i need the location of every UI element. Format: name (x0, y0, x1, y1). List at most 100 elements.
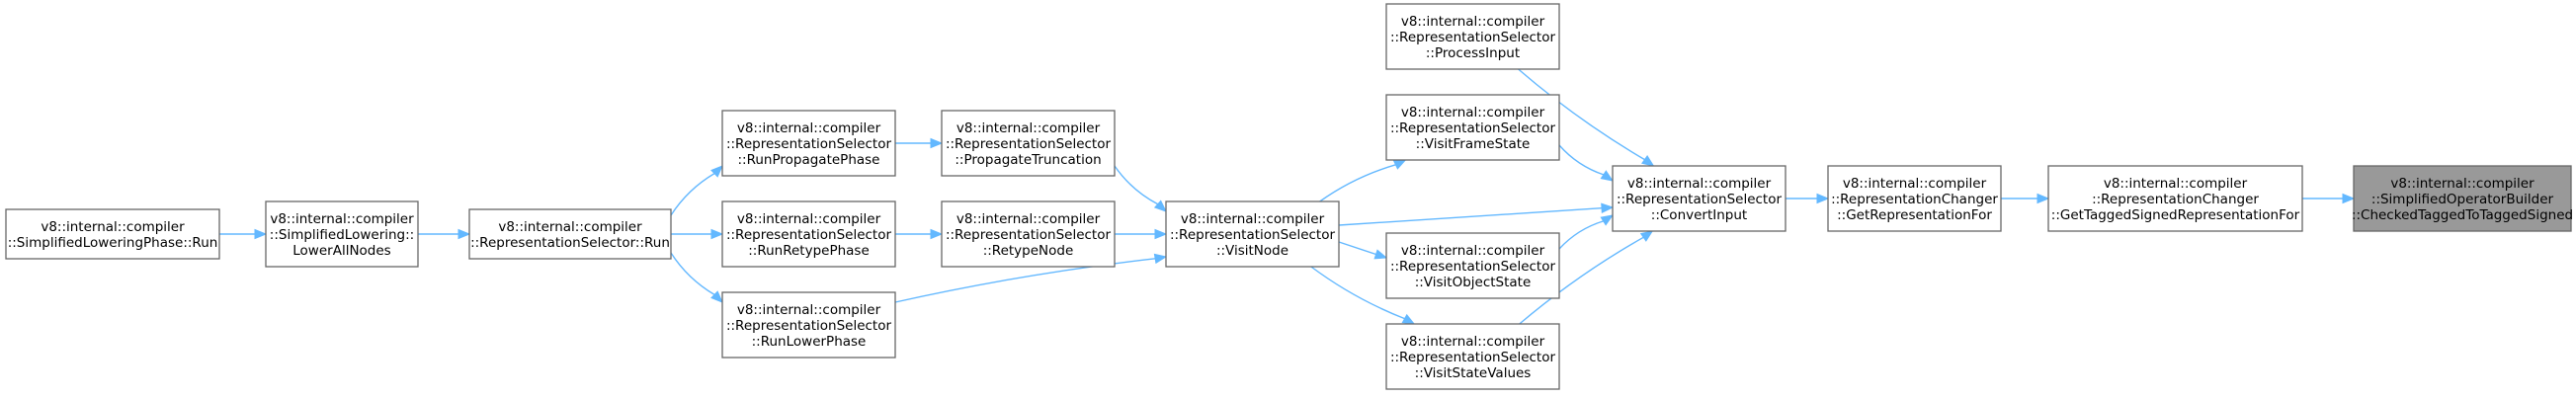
node-label-line: ::VisitObjectState (1415, 275, 1532, 290)
edge-rs_visitobj-to-rs_convert (1558, 220, 1604, 250)
node-box (721, 200, 896, 268)
node-label-line: v8::internal::compiler (1181, 211, 1325, 227)
node-label-line: v8::internal::compiler (1401, 243, 1545, 259)
arrowhead-sl_lower-to-rs_run (457, 228, 471, 240)
node-rs_procinput[interactable]: v8::internal::compiler::RepresentationSe… (1385, 3, 1560, 70)
node-rs_run[interactable]: v8::internal::compiler::RepresentationSe… (468, 208, 672, 260)
node-label-line: ::RepresentationSelector (946, 227, 1112, 243)
node-rs_visitstate[interactable]: v8::internal::compiler::RepresentationSe… (1385, 323, 1560, 390)
arrowhead-rs_visitnode-to-rs_visitframe (1392, 159, 1407, 170)
arrowhead-rs_visitnode-to-rs_visitobj (1373, 249, 1388, 260)
node-rc_gettagged[interactable]: v8::internal::compiler::RepresentationCh… (2047, 165, 2303, 232)
node-label-line: ::RepresentationSelector (726, 318, 892, 334)
edge-rs_visitstate-to-rs_convert (1519, 236, 1644, 325)
node-sob_checked[interactable]: v8::internal::compiler::SimplifiedOperat… (2352, 165, 2573, 232)
edge-rs_visitnode-to-rs_visitstate (1310, 266, 1405, 320)
node-label-line: ::RepresentationSelector (726, 227, 892, 243)
node-box (941, 110, 1116, 177)
node-label-line: ::ConvertInput (1651, 207, 1747, 223)
arrowhead-rs_run-to-rs_runretype (710, 228, 724, 240)
node-box (1385, 94, 1560, 161)
node-label-line: ::RepresentationSelector (1390, 259, 1556, 275)
node-label-line: v8::internal::compiler (2104, 176, 2248, 192)
node-box (1385, 3, 1560, 70)
node-label-line: v8::internal::compiler (956, 211, 1101, 227)
node-label-line: ::ProcessInput (1426, 45, 1520, 61)
node-sl_lower[interactable]: v8::internal::compiler::SimplifiedLoweri… (265, 200, 419, 268)
node-label-line: ::GetTaggedSignedRepresentationFor (2051, 207, 2300, 223)
node-label-line: v8::internal::compiler (737, 302, 881, 318)
node-label-line: ::VisitStateValues (1415, 365, 1532, 381)
arrowhead-rc_getrep-to-rc_gettagged (2036, 193, 2050, 204)
node-label-line: v8::internal::compiler (270, 211, 414, 227)
node-label-line: v8::internal::compiler (1627, 176, 1772, 192)
node-box (941, 200, 1116, 268)
node-rc_getrep[interactable]: v8::internal::compiler::RepresentationCh… (1827, 165, 2002, 232)
edge-rs_proptrunc-to-rs_visitnode (1114, 165, 1159, 205)
node-label-line: ::RepresentationSelector (726, 136, 892, 152)
arrowhead-rs_run-to-rs_runlower (710, 290, 723, 303)
node-box (1385, 323, 1560, 390)
edge-rs_visitnode-to-rs_convert (1338, 207, 1603, 226)
arrowhead-rs_procinput-to-rs_convert (1641, 155, 1655, 167)
node-label-line: v8::internal::compiler (1401, 334, 1545, 350)
edge-rs_runlower-to-rs_visitnode (894, 258, 1156, 303)
arrowhead-rs_runprop-to-rs_proptrunc (930, 137, 944, 149)
arrowhead-rs_retype-to-rs_visitnode (1154, 228, 1168, 240)
node-label-line: ::CheckedTaggedToTaggedSigned (2352, 207, 2573, 223)
edges-layer (219, 68, 2356, 325)
node-label-line: LowerAllNodes (292, 243, 390, 259)
nodes-layer: v8::internal::compiler::SimplifiedLoweri… (5, 3, 2573, 390)
arrowhead-rs_runretype-to-rs_retype (930, 228, 944, 240)
node-label-line: ::RepresentationSelector (1170, 227, 1336, 243)
node-label-line: ::RunLowerPhase (752, 334, 867, 350)
node-box (2047, 165, 2303, 232)
node-label-line: ::RepresentationSelector::Run (470, 235, 670, 251)
node-label-line: v8::internal::compiler (1843, 176, 1987, 192)
arrowhead-rs_convert-to-rc_getrep (1816, 193, 1830, 204)
node-label-line: ::RunPropagatePhase (738, 152, 880, 168)
node-label-line: v8::internal::compiler (2390, 176, 2534, 192)
arrowhead-rs_runlower-to-rs_visitnode (1153, 253, 1168, 265)
arrowhead-rc_gettagged-to-sob_checked (2342, 193, 2356, 204)
edge-rs_procinput-to-rs_convert (1518, 68, 1645, 161)
node-rs_visitobj[interactable]: v8::internal::compiler::RepresentationSe… (1385, 232, 1560, 299)
arrowhead-rs_run-to-rs_runprop (710, 165, 723, 178)
node-label-line: ::RepresentationSelector (1390, 30, 1556, 45)
node-rs_proptrunc[interactable]: v8::internal::compiler::RepresentationSe… (941, 110, 1116, 177)
node-label-line: v8::internal::compiler (737, 120, 881, 136)
node-label-line: ::SimplifiedOperatorBuilder (2371, 192, 2554, 207)
node-label-line: ::RunRetypePhase (748, 243, 870, 259)
edge-rs_visitnode-to-rs_visitframe (1319, 164, 1396, 202)
node-label-line: v8::internal::compiler (1401, 14, 1545, 30)
node-box (721, 291, 896, 359)
node-label-line: ::SimplifiedLoweringPhase::Run (8, 235, 218, 251)
node-label-line: ::PropagateTruncation (955, 152, 1101, 168)
node-label-line: ::GetRepresentationFor (1837, 207, 1992, 223)
node-box (5, 208, 220, 260)
node-box (721, 110, 896, 177)
node-rs_visitframe[interactable]: v8::internal::compiler::RepresentationSe… (1385, 94, 1560, 161)
arrowhead-rs_visitnode-to-rs_convert (1601, 202, 1615, 213)
node-slp_run[interactable]: v8::internal::compiler::SimplifiedLoweri… (5, 208, 220, 260)
edge-rs_visitframe-to-rs_convert (1558, 144, 1605, 176)
node-rs_runretype[interactable]: v8::internal::compiler::RepresentationSe… (721, 200, 896, 268)
node-rs_runlower[interactable]: v8::internal::compiler::RepresentationSe… (721, 291, 896, 359)
node-rs_retype[interactable]: v8::internal::compiler::RepresentationSe… (941, 200, 1116, 268)
node-rs_visitnode[interactable]: v8::internal::compiler::RepresentationSe… (1165, 200, 1340, 268)
node-label-line: ::SimplifiedLowering:: (270, 227, 414, 243)
node-rs_convert[interactable]: v8::internal::compiler::RepresentationSe… (1612, 165, 1787, 232)
node-label-line: ::RepresentationSelector (1617, 192, 1783, 207)
arrowhead-rs_visitframe-to-rs_convert (1600, 170, 1615, 182)
node-rs_runprop[interactable]: v8::internal::compiler::RepresentationSe… (721, 110, 896, 177)
edge-rs_run-to-rs_runlower (670, 252, 715, 295)
node-label-line: ::RepresentationChanger (1831, 192, 1998, 207)
node-box (2353, 165, 2572, 232)
edge-rs_visitnode-to-rs_visitobj (1338, 241, 1376, 256)
node-label-line: v8::internal::compiler (1401, 105, 1545, 120)
node-label-line: v8::internal::compiler (737, 211, 881, 227)
node-label-line: v8::internal::compiler (956, 120, 1101, 136)
node-box (265, 200, 419, 268)
node-label-line: v8::internal::compiler (498, 219, 642, 235)
